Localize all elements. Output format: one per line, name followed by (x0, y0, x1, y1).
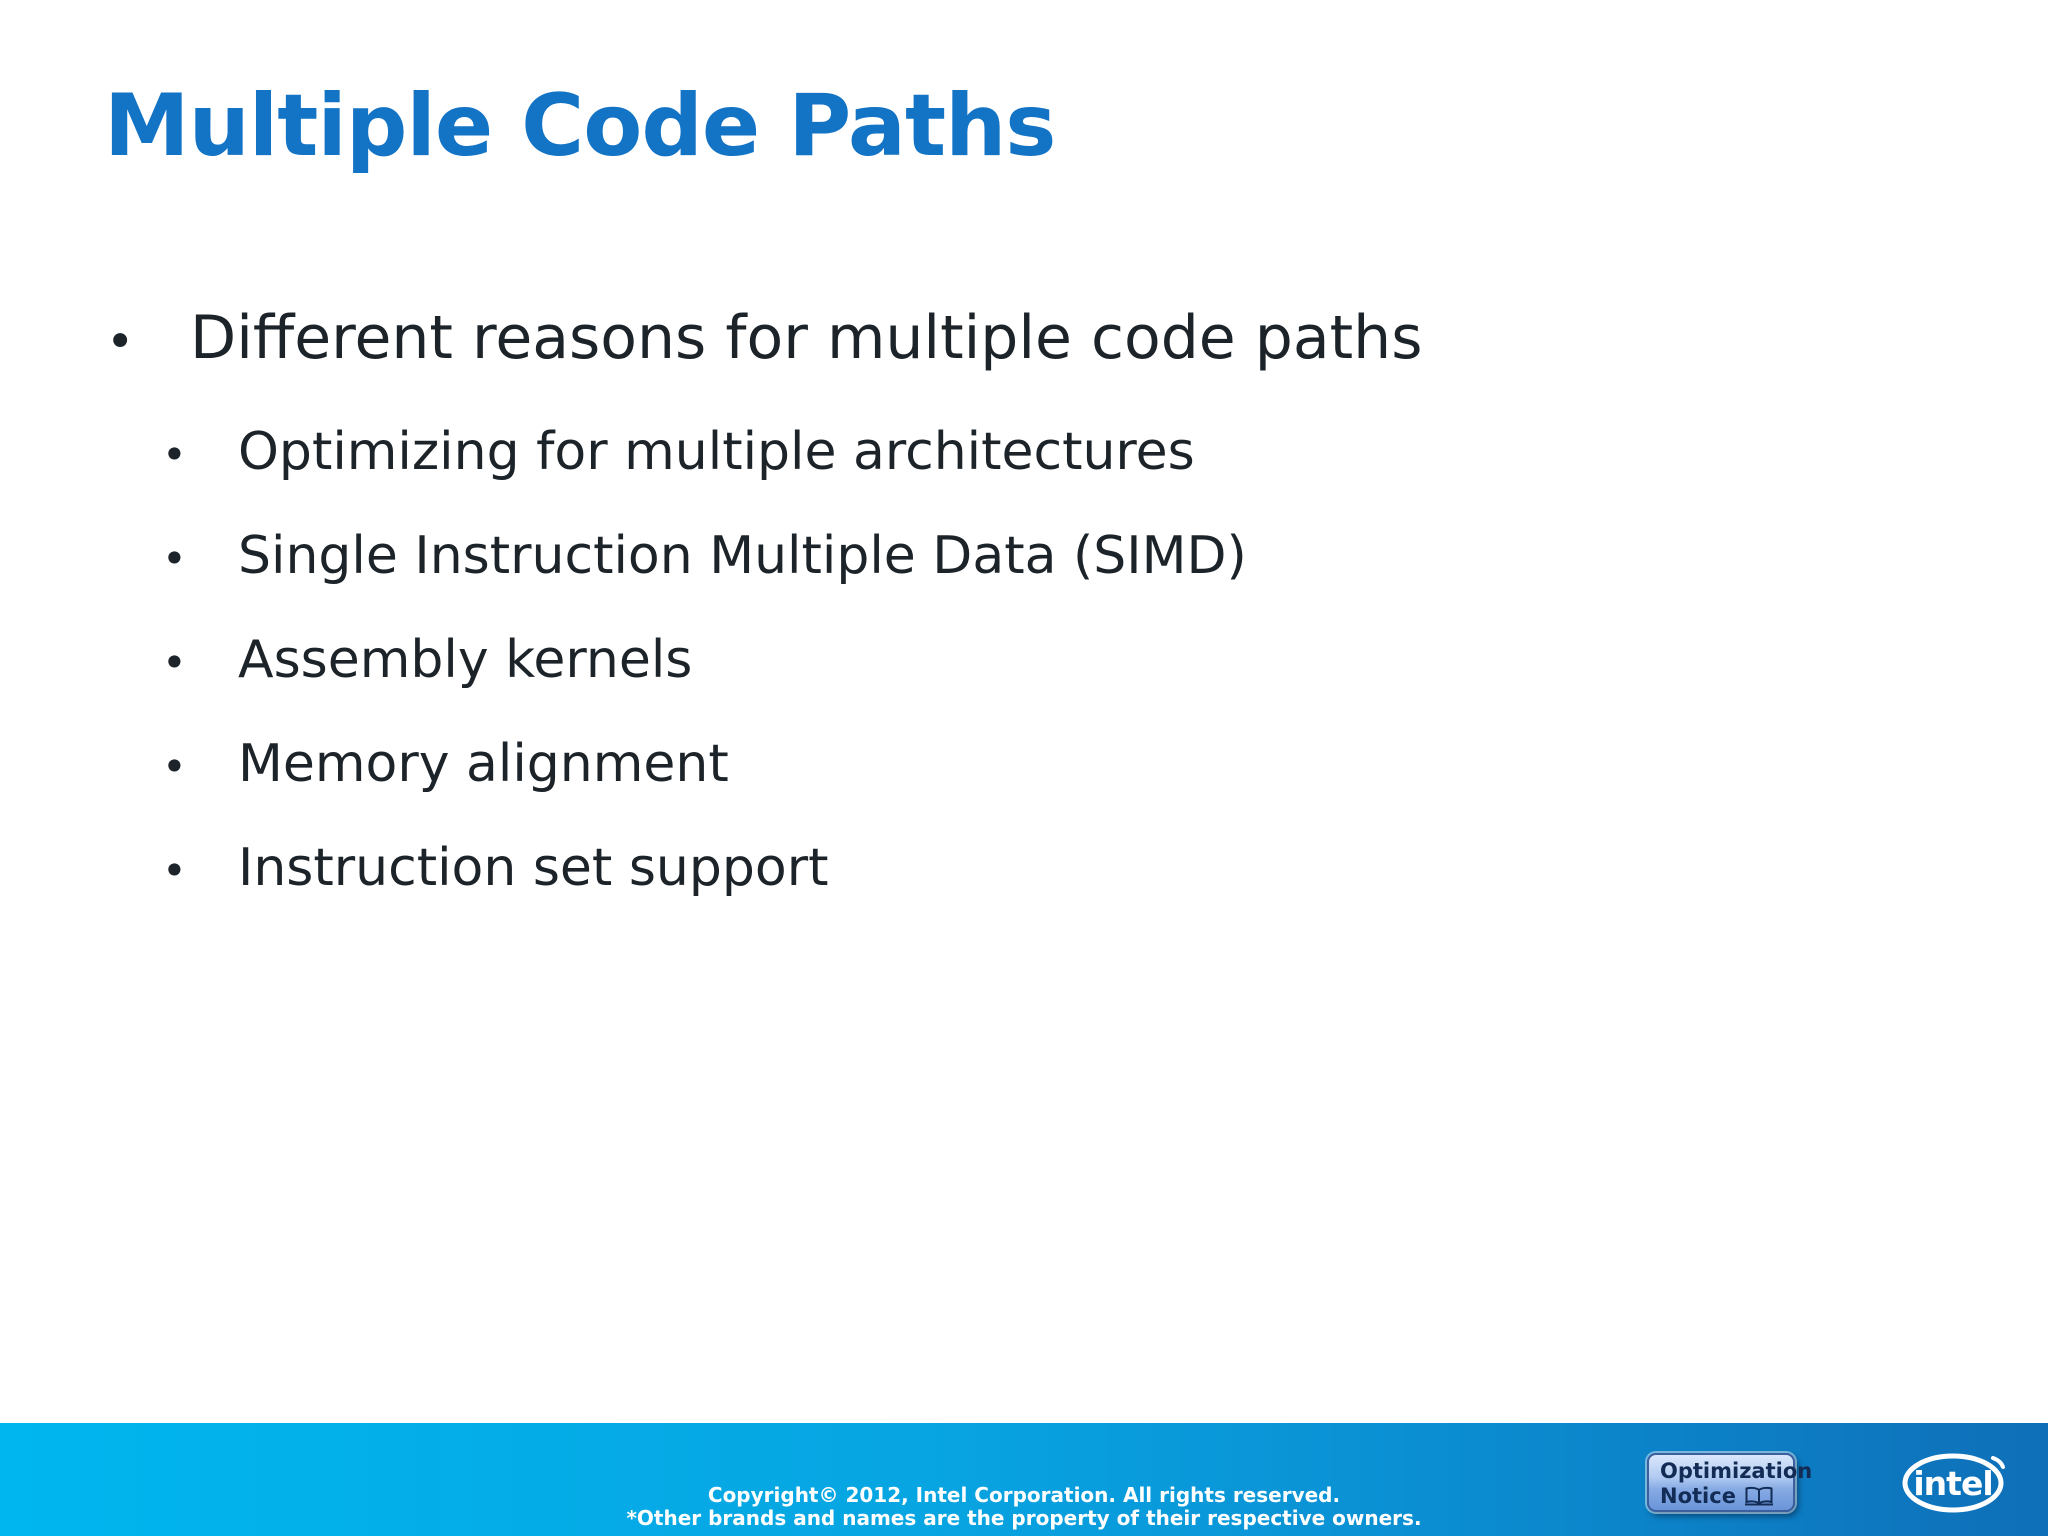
bullet-text: Optimizing for multiple architectures (238, 422, 1195, 482)
intel-logo-text: intel (1913, 1464, 1992, 1503)
optimization-notice-line2: Notice (1660, 1484, 1736, 1508)
bullet-text: Single Instruction Multiple Data (SIMD) (238, 526, 1247, 586)
bullet-text: Assembly kernels (238, 630, 693, 690)
page-title: Multiple Code Paths (104, 76, 1056, 176)
copyright-line-1: Copyright© 2012, Intel Corporation. All … (707, 1483, 1341, 1507)
bullet-glyph: • (162, 430, 187, 479)
copyright-line-2: *Other brands and names are the property… (626, 1506, 1422, 1530)
copyright-text: Copyright© 2012, Intel Corporation. All … (0, 1484, 2048, 1530)
bullet-glyph: • (162, 638, 187, 687)
bullet-glyph: • (162, 534, 187, 583)
bullet-text: Memory alignment (238, 734, 729, 794)
bullet-glyph: • (162, 846, 187, 895)
optimization-notice-button[interactable]: Optimization Notice (1647, 1453, 1813, 1512)
list-item: • Instruction set support (0, 836, 1988, 903)
list-item: • Optimizing for multiple architectures (0, 420, 1988, 487)
bullet-glyph: • (162, 742, 187, 791)
bullet-text: Different reasons for multiple code path… (190, 303, 1423, 373)
bullet-glyph: • (106, 314, 135, 370)
list-item: • Different reasons for multiple code pa… (0, 300, 1988, 380)
bullet-list: • Different reasons for multiple code pa… (0, 300, 1988, 940)
open-book-icon (1744, 1486, 1774, 1507)
list-item: • Memory alignment (0, 732, 1988, 799)
bullet-text: Instruction set support (238, 838, 829, 898)
optimization-notice-line1: Optimization (1660, 1459, 1813, 1483)
list-item: • Single Instruction Multiple Data (SIMD… (0, 524, 1988, 591)
intel-logo: intel (1901, 1450, 2009, 1516)
list-item: • Assembly kernels (0, 628, 1988, 695)
